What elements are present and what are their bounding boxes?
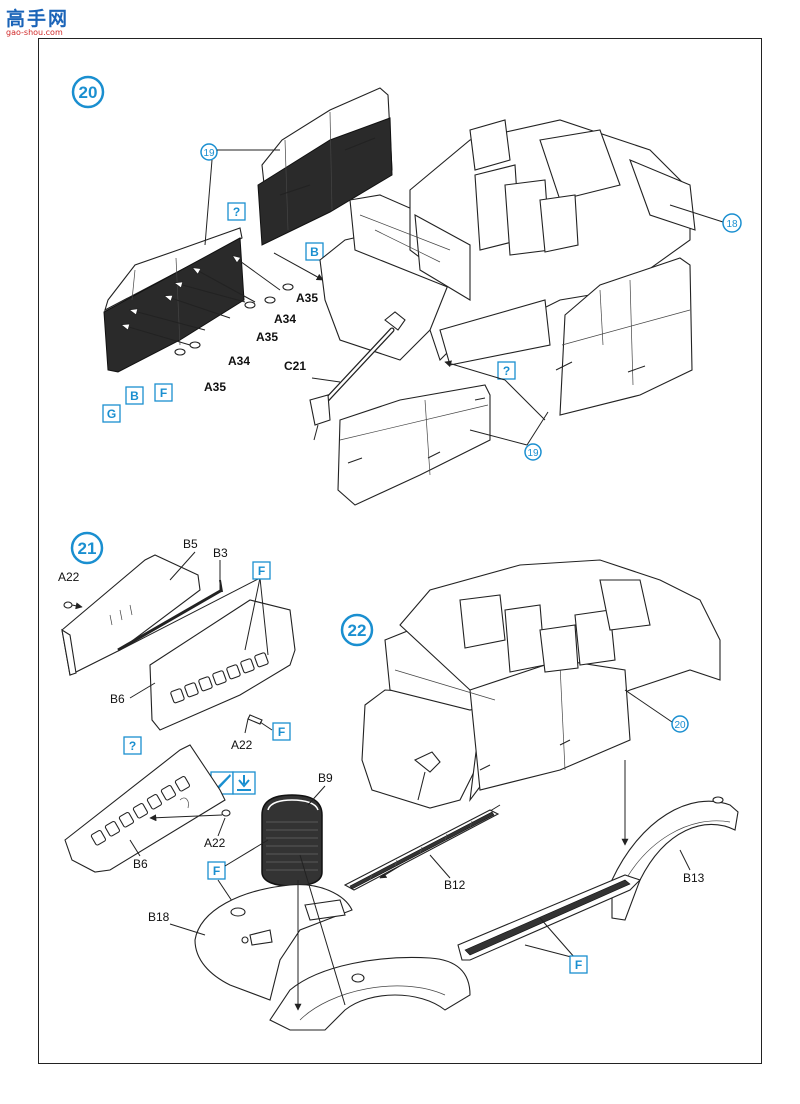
callout-20-number: 20 [674,720,686,731]
label-a22-3: A22 [204,836,226,850]
steering-column-c21 [309,311,406,441]
step-22-number: 22 [348,621,367,640]
callout-19-upper [200,143,218,161]
callout-20 [671,715,689,733]
callout-18-number: 18 [726,219,738,230]
box-f-1-text: F [160,386,167,400]
box-question-1 [227,202,246,221]
rear-fender-b13 [611,796,739,921]
box-question-2-text: ? [503,364,510,378]
step-21: 21 [58,531,296,873]
label-b12: B12 [444,878,466,892]
hinge-parts [174,283,294,356]
box-f-2-text: F [258,564,265,578]
label-b6-2: B6 [133,857,148,871]
box-f-1 [154,383,173,402]
box-b-1-text: B [310,245,319,259]
hood-panel-b6-lower [64,744,226,873]
page-frame [38,38,762,1064]
label-a35-1: A35 [296,291,318,305]
label-c21: C21 [284,359,306,373]
label-a22-1: A22 [58,570,80,584]
box-f-4-text: F [213,864,220,878]
label-b3: B3 [213,546,228,560]
box-f-3-text: F [278,725,285,739]
label-b9: B9 [318,771,333,785]
car-body-step22 [361,559,721,809]
label-a35-3: A35 [204,380,226,394]
hood-panel-b6-upper [149,599,296,731]
box-question-2 [497,361,516,380]
box-b-2-text: B [130,389,139,403]
front-wing-lower [269,956,471,1031]
step-21-badge [70,531,104,565]
label-a34-1: A34 [274,312,296,326]
callout-19-lower-number: 19 [527,448,539,459]
step-22-badge [340,613,374,647]
box-question-3 [123,736,142,755]
step-20: 20 [71,75,742,506]
box-f-2 [252,561,271,580]
label-a22-2: A22 [231,738,253,752]
box-g-1 [102,404,121,423]
callout-19-upper-number: 19 [203,148,215,159]
callout-18 [722,213,742,233]
label-b6-1: B6 [110,692,125,706]
label-a34-2: A34 [228,354,250,368]
step-20-badge [71,75,105,109]
label-a35-2: A35 [256,330,278,344]
box-f-5-text: F [575,958,582,972]
label-b13: B13 [683,871,705,885]
download-arrow-icon [237,775,251,791]
box-f-3 [272,722,291,741]
watermark-name: 高手网 [6,8,70,30]
car-body-step20 [319,119,696,366]
step-21-number: 21 [78,539,97,558]
box-f-4 [207,861,226,880]
radiator-grille-b9 [261,794,323,887]
door-right-upright [555,257,693,416]
door-lower-flat [337,384,491,506]
box-b-1 [305,242,324,261]
step-22: 22 20 [148,559,739,1031]
label-b5: B5 [183,537,198,551]
box-question-1-text: ? [233,205,240,219]
watermark: 高手网 gao-shou.com [4,4,74,38]
box-b-2 [125,386,144,405]
box-question-3-text: ? [129,739,136,753]
running-board-b12 [343,809,500,891]
step-20-number: 20 [79,83,98,102]
callout-19-lower [524,443,542,461]
box-f-5 [569,955,588,974]
box-g-1-text: G [107,407,116,421]
door-panel-upper-b [257,87,393,246]
door-panel-lower-b [103,227,245,373]
label-b18: B18 [148,910,170,924]
step-20-arrows [122,252,324,346]
hood-panel-b5 [61,554,201,676]
watermark-url: gao-shou.com [6,28,63,37]
running-board-rear [457,874,642,961]
